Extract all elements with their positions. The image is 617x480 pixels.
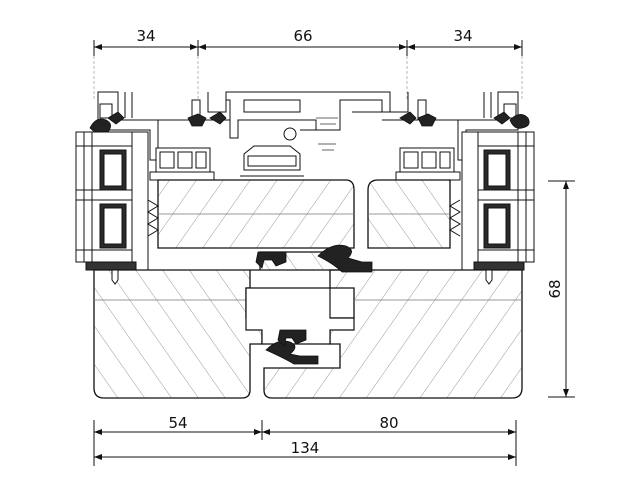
central-connector-channel (245, 287, 355, 345)
dim-top-right: 34 (453, 27, 472, 45)
pressure-plate-fixings (149, 145, 461, 181)
dim-height: 68 (546, 279, 564, 298)
dim-top-left: 34 (136, 27, 155, 45)
dim-bottom-left: 54 (168, 414, 187, 432)
connector-gaskets (255, 244, 373, 365)
dim-top-middle: 66 (293, 27, 312, 45)
glazing-unit-left (75, 131, 149, 271)
timber-block-lower-left (93, 251, 347, 399)
glazing-screws (111, 269, 493, 285)
height-dimension: 68 (546, 180, 575, 398)
timber-mullion (93, 179, 523, 399)
top-seal-gaskets (89, 111, 530, 135)
bottom-dimension-chain: 54 80 134 (93, 414, 517, 466)
glazing-unit-right (461, 131, 535, 271)
dim-bottom-right: 80 (379, 414, 398, 432)
top-dimension-chain: 34 66 34 (93, 27, 523, 100)
dim-overall-width: 134 (291, 439, 320, 457)
